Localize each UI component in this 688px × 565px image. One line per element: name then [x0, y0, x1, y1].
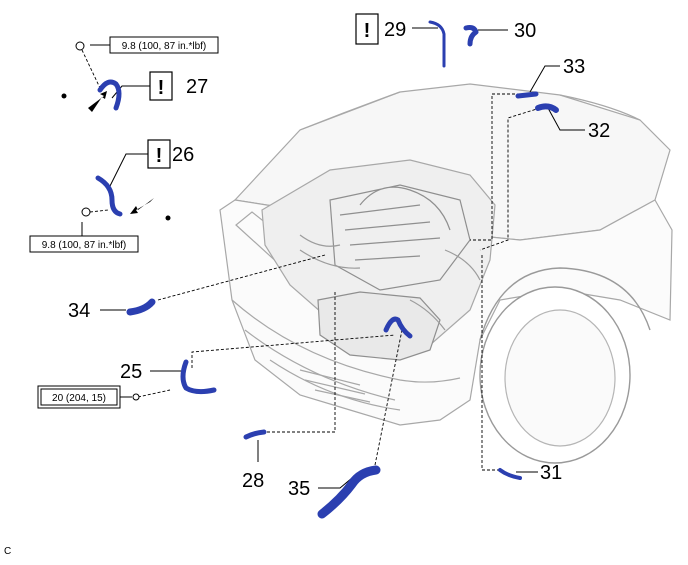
- callout-26: 26: [172, 144, 194, 166]
- leader-lines: [81, 49, 541, 471]
- callout-numbers: 25 26 27 28 29 30 31 32 33 34 35: [68, 19, 610, 500]
- arrow-26-icon: [130, 198, 154, 214]
- caution-icon-26: !: [156, 145, 163, 167]
- caution-icon-29: !: [364, 20, 371, 42]
- car-windshield: [299, 91, 641, 131]
- callout-35: 35: [288, 478, 310, 500]
- line-35: [318, 477, 353, 489]
- dot-27: [61, 93, 67, 99]
- hose-27: [97, 79, 122, 111]
- leader-26: [89, 209, 109, 213]
- caution-boxes: ! ! !: [147, 13, 379, 169]
- leader-27: [81, 49, 101, 89]
- dot-26: [165, 215, 171, 221]
- leader-32: [479, 107, 541, 251]
- callout-27: 27: [186, 76, 208, 98]
- callout-32: 32: [588, 120, 610, 142]
- line-33: [529, 65, 560, 93]
- leader-25b: [137, 389, 171, 398]
- leader-35: [374, 329, 403, 466]
- hose-32: [535, 103, 559, 113]
- callout-25: 25: [120, 361, 142, 383]
- caution-icon-27: !: [158, 77, 165, 99]
- hose-parts: [95, 20, 559, 519]
- bolt-26: [81, 207, 91, 217]
- hose-25: [180, 359, 217, 395]
- engine-pipes: [299, 234, 481, 331]
- torque-box-25-inner: [40, 388, 118, 406]
- transmission: [317, 291, 441, 361]
- caution-box-26: [147, 139, 171, 169]
- hose-31: [498, 468, 522, 480]
- torque-box-27: [109, 36, 219, 54]
- car-illustration: [219, 83, 673, 464]
- caution-box-29: [355, 13, 379, 45]
- callout-28: 28: [242, 470, 264, 492]
- leader-33: [470, 93, 520, 241]
- torque-labels: 9.8 (100, 87 in.*lbf) 9.8 (100, 87 in.*l…: [29, 36, 219, 409]
- leader-25: [191, 334, 396, 368]
- line-27: [111, 85, 150, 99]
- line-26: [107, 153, 148, 191]
- bolt-25: [132, 393, 140, 401]
- arrow-27-icon: [88, 91, 107, 112]
- front-wheel-inner: [504, 309, 616, 447]
- leader-28: [262, 290, 336, 433]
- engine-detail: [329, 184, 471, 291]
- torque-label-25: 20 (204, 15): [52, 393, 106, 404]
- wheel-arch: [479, 267, 651, 341]
- callout-34: 34: [68, 300, 90, 322]
- callout-31: 31: [540, 462, 562, 484]
- hose-34: [126, 298, 156, 316]
- hose-26: [95, 175, 123, 217]
- callout-29: 29: [384, 19, 406, 41]
- line-32: [547, 107, 585, 131]
- torque-label-27: 9.8 (100, 87 in.*lbf): [122, 41, 207, 52]
- fasteners: [61, 41, 171, 401]
- car-bumper: [231, 299, 461, 411]
- callout-30: 30: [514, 20, 536, 42]
- leader-31: [481, 255, 500, 471]
- hose-30: [463, 25, 479, 47]
- hose-engine: [383, 316, 413, 339]
- hose-28: [243, 429, 267, 440]
- torque-label-26: 9.8 (100, 87 in.*lbf): [42, 240, 127, 251]
- hose-29: [428, 20, 446, 68]
- callout-33: 33: [563, 56, 585, 78]
- bolt-27: [75, 41, 85, 51]
- callout-lines: [81, 27, 585, 489]
- corner-code: C: [4, 546, 11, 557]
- caution-box-27: [149, 71, 173, 101]
- leader-34: [157, 254, 326, 301]
- hose-33: [515, 91, 539, 99]
- hose-35: [317, 465, 381, 519]
- torque-box-26: [29, 235, 139, 253]
